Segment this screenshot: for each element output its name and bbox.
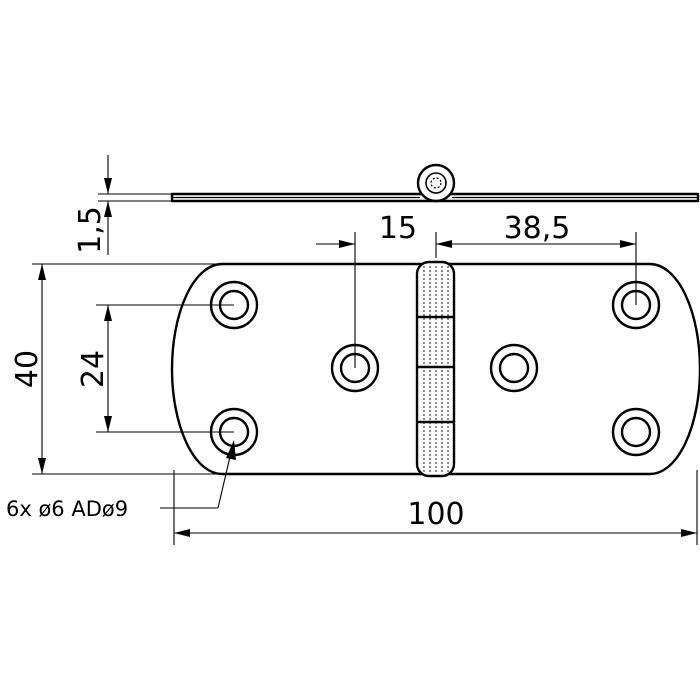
side-view-pin — [425, 172, 447, 194]
knuckle-offset-label: 15 — [379, 211, 417, 246]
hole-bore — [620, 416, 652, 448]
thickness-label: 1,5 — [73, 206, 108, 254]
knuckle-barrel — [415, 260, 456, 478]
dimension-thickness: 1,5 — [73, 155, 172, 255]
hole-callout-label: 6x ø6 ADø9 — [6, 497, 128, 521]
arrowhead — [681, 529, 697, 537]
arrowhead — [104, 305, 112, 321]
hole-spacing-right-label: 38,5 — [504, 211, 571, 246]
dimension-hole-vertical: 24 — [76, 304, 234, 433]
height-label: 40 — [10, 350, 45, 388]
side-view-knuckle — [416, 163, 456, 203]
arrowhead — [38, 458, 46, 474]
side-view-pin-core — [430, 177, 442, 189]
hole-spacing-vertical-label: 24 — [76, 350, 111, 388]
arrowhead — [38, 264, 46, 280]
arrowhead — [339, 240, 355, 248]
hole-callout: 6x ø6 ADø9 — [6, 440, 236, 521]
side-view — [170, 163, 700, 203]
arrowhead — [104, 178, 112, 194]
hinge-knuckle — [415, 260, 456, 478]
arrowhead — [104, 201, 112, 217]
hole-bottom-right — [611, 407, 661, 457]
arrowhead — [436, 240, 452, 248]
length-label: 100 — [407, 497, 464, 532]
hole-center-right — [489, 343, 539, 393]
arrowhead — [104, 416, 112, 432]
arrowhead — [620, 240, 636, 248]
arrowhead — [226, 440, 236, 460]
plan-view — [170, 260, 700, 478]
hole-bore — [498, 352, 530, 384]
dimension-top-spacing: 15 38,5 — [316, 211, 637, 368]
dimension-length: 100 — [173, 470, 698, 545]
arrowhead — [174, 529, 190, 537]
dimension-height: 40 — [10, 263, 222, 475]
